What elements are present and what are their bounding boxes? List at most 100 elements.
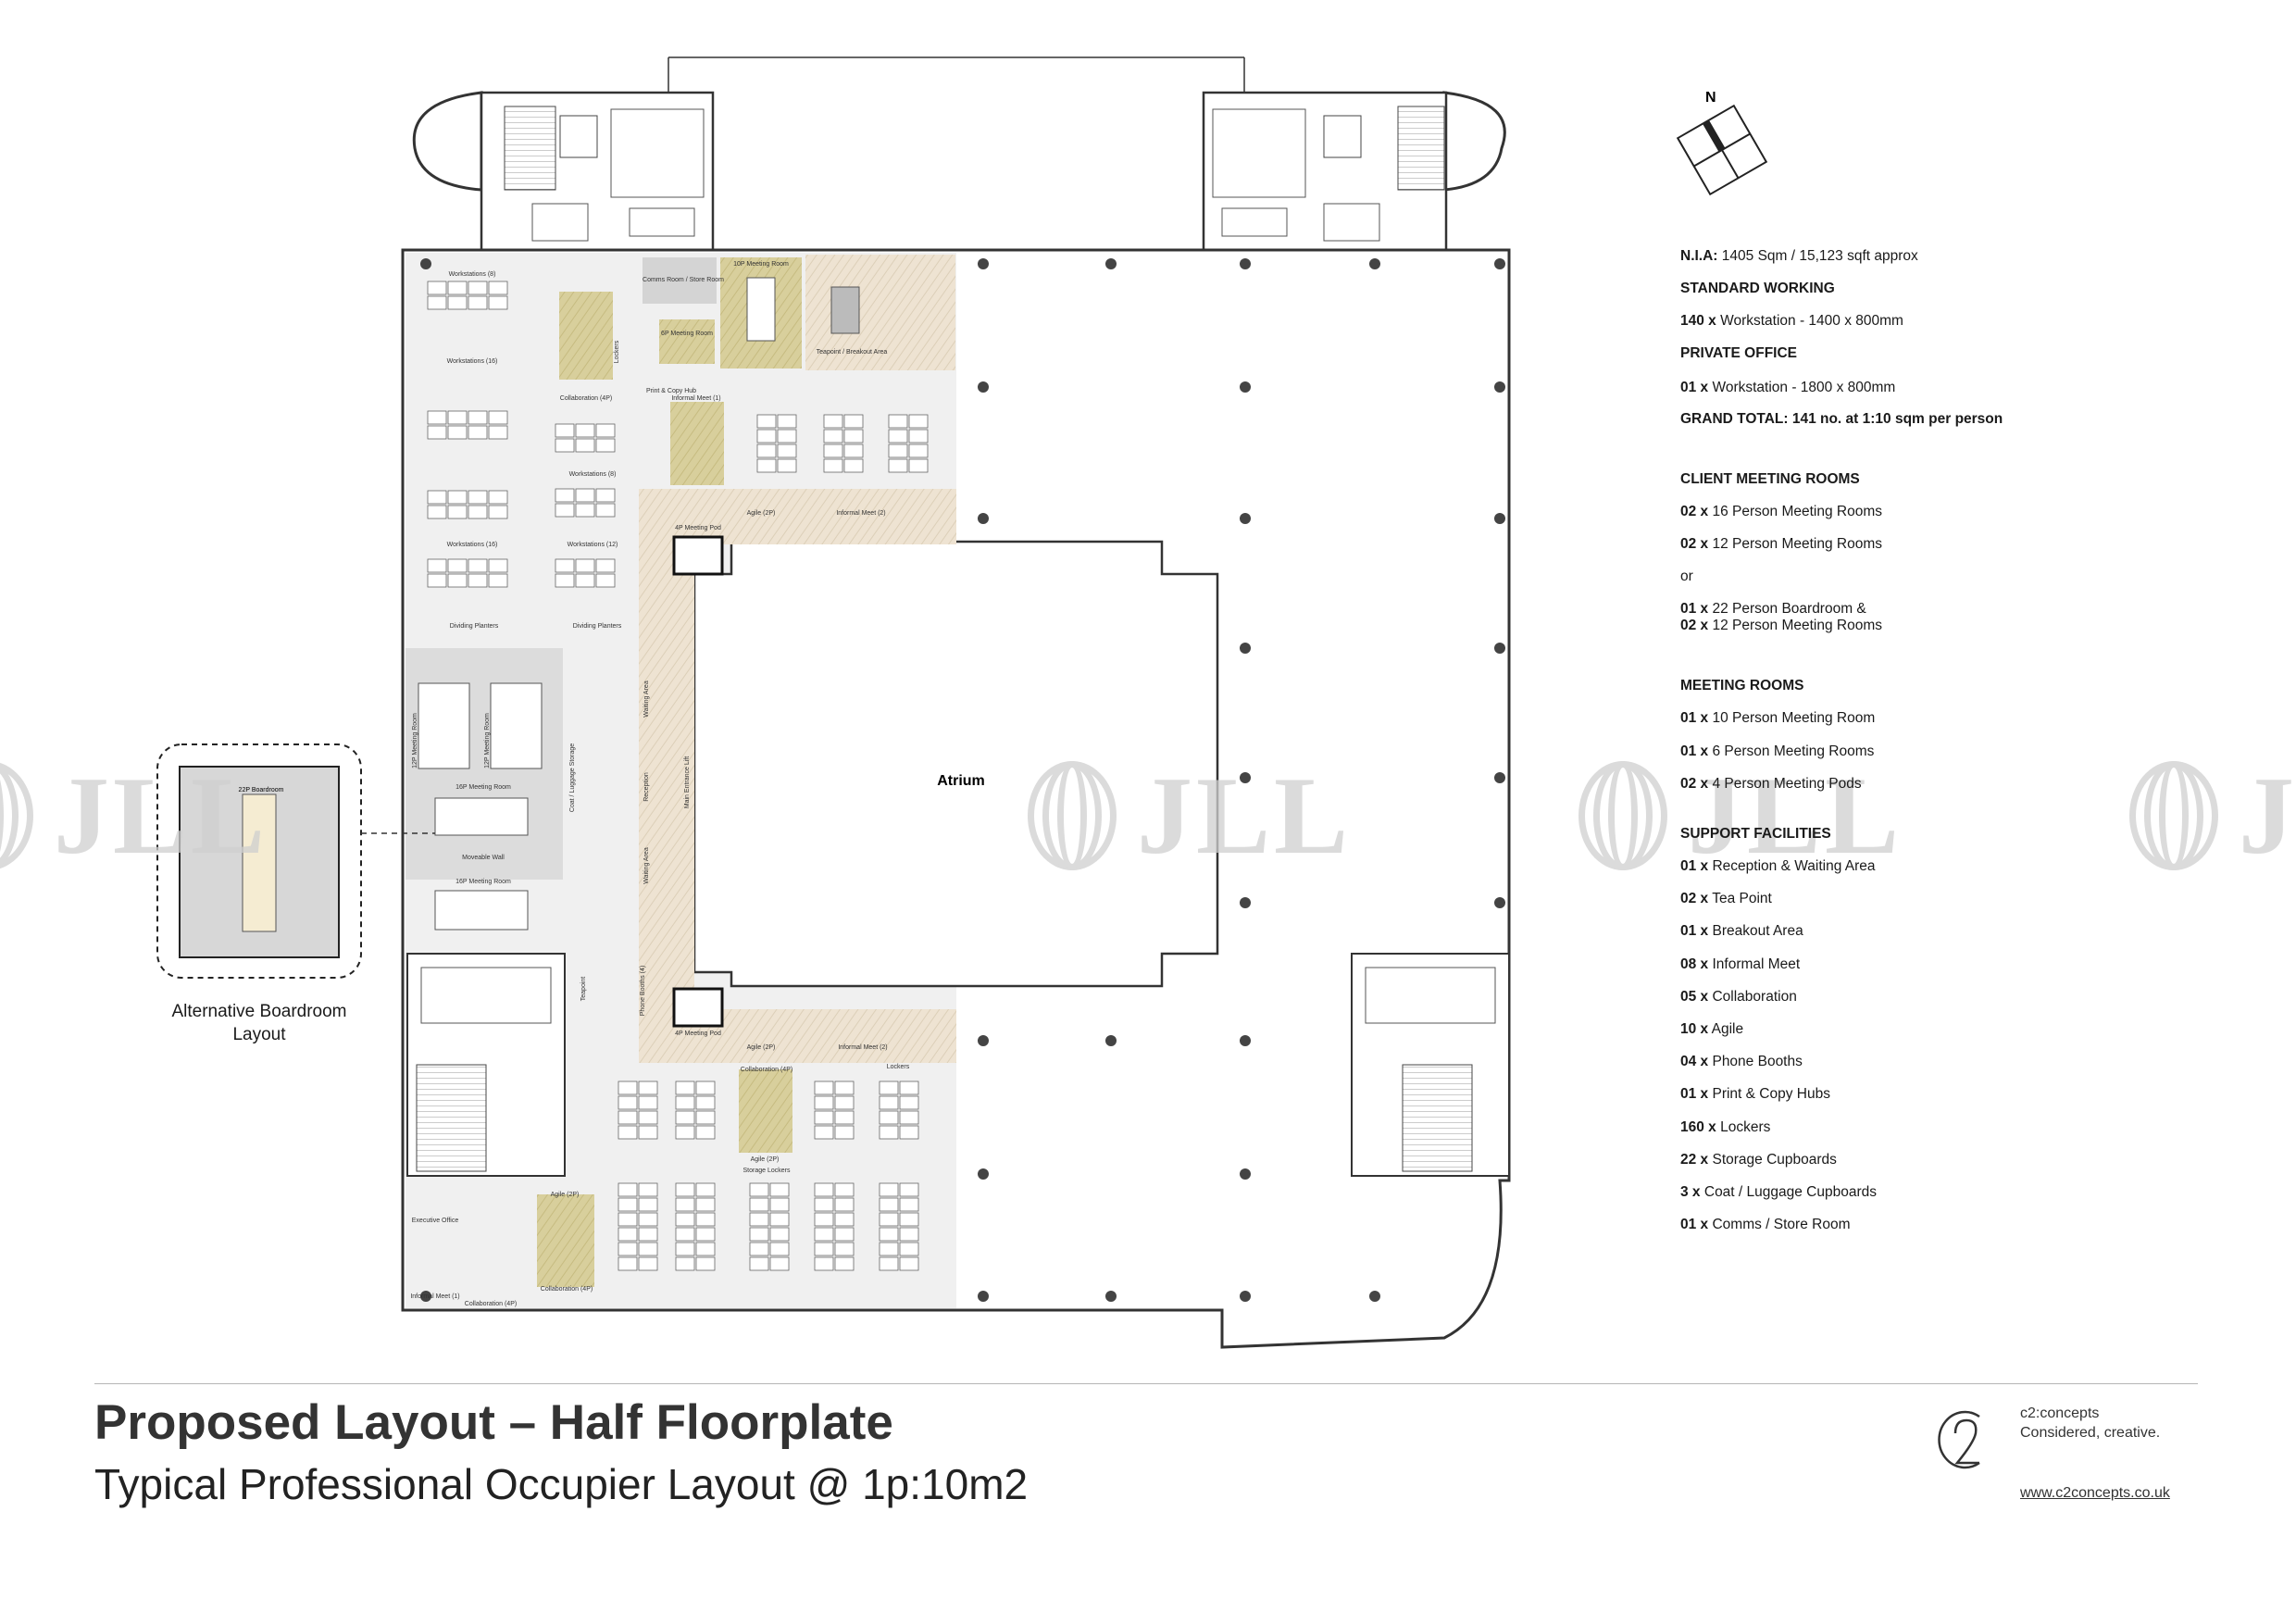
desk bbox=[427, 505, 447, 519]
circulation-band bbox=[639, 489, 956, 544]
legend-support-row: 01 x Print & Copy Hubs bbox=[1680, 1086, 1830, 1103]
desk bbox=[468, 573, 488, 588]
desk bbox=[638, 1212, 658, 1227]
desk bbox=[555, 503, 575, 518]
core-top-left bbox=[412, 56, 1245, 252]
desk bbox=[899, 1081, 919, 1095]
desk bbox=[879, 1110, 899, 1125]
desk bbox=[814, 1256, 834, 1271]
desk bbox=[638, 1095, 658, 1110]
desk bbox=[899, 1227, 919, 1242]
column bbox=[1494, 897, 1505, 908]
desk bbox=[575, 488, 595, 503]
core-bottom-left bbox=[406, 953, 566, 1177]
core-top-right bbox=[1202, 91, 1506, 252]
circulation-band-left bbox=[639, 544, 694, 1063]
desk bbox=[777, 458, 797, 473]
desk bbox=[488, 490, 508, 505]
meeting-tables bbox=[418, 277, 860, 931]
desk bbox=[695, 1256, 716, 1271]
legend-support-row: 22 x Storage Cupboards bbox=[1680, 1151, 1837, 1168]
desk bbox=[899, 1110, 919, 1125]
legend-client-row: 02 x 16 Person Meeting Rooms bbox=[1680, 504, 1882, 519]
desk bbox=[447, 425, 468, 440]
desk bbox=[695, 1242, 716, 1256]
desk bbox=[638, 1110, 658, 1125]
desk bbox=[555, 423, 575, 438]
column bbox=[978, 1168, 989, 1180]
desk bbox=[834, 1095, 855, 1110]
desk bbox=[908, 443, 929, 458]
label-lockers-top: Lockers bbox=[614, 340, 620, 363]
desk bbox=[888, 414, 908, 429]
collab-mid-floor bbox=[739, 1069, 792, 1153]
label-informal-meet-1-top: Informal Meet (1) bbox=[671, 395, 720, 402]
label-workstations-16-a: Workstations (16) bbox=[447, 358, 498, 365]
c2-logo-icon bbox=[1938, 1410, 1980, 1469]
desk bbox=[814, 1182, 834, 1197]
desk bbox=[447, 295, 468, 310]
brand-url-link[interactable]: www.c2concepts.co.uk bbox=[2020, 1485, 2170, 1501]
desk bbox=[468, 505, 488, 519]
desk bbox=[447, 505, 468, 519]
desk bbox=[468, 425, 488, 440]
column bbox=[1105, 1291, 1117, 1302]
desk bbox=[427, 573, 447, 588]
label-workstations-16-b: Workstations (16) bbox=[447, 542, 498, 548]
desk bbox=[695, 1081, 716, 1095]
legend-private-heading: PRIVATE OFFICE bbox=[1680, 345, 1798, 361]
desk bbox=[638, 1182, 658, 1197]
desk bbox=[695, 1212, 716, 1227]
desk bbox=[823, 429, 843, 443]
column bbox=[1494, 258, 1505, 269]
label-workstations-8-top: Workstations (8) bbox=[449, 271, 496, 278]
desk bbox=[575, 558, 595, 573]
legend-support-row: 01 x Comms / Store Room bbox=[1680, 1217, 1851, 1233]
desk bbox=[908, 429, 929, 443]
column bbox=[1240, 772, 1251, 783]
legend-support-row: 3 x Coat / Luggage Cupboards bbox=[1680, 1184, 1878, 1200]
legend-support-heading: SUPPORT FACILITIES bbox=[1680, 826, 1831, 842]
column bbox=[1240, 643, 1251, 654]
desk bbox=[618, 1212, 638, 1227]
desk bbox=[618, 1095, 638, 1110]
legend-client-row: 02 x 12 Person Meeting Rooms bbox=[1680, 536, 1882, 552]
desk bbox=[749, 1227, 769, 1242]
legend-grand-total: GRAND TOTAL: 141 no. at 1:10 sqm per per… bbox=[1680, 411, 2003, 427]
column bbox=[1494, 643, 1505, 654]
desk bbox=[777, 443, 797, 458]
column bbox=[1240, 1168, 1251, 1180]
label-reception: Reception bbox=[643, 772, 650, 802]
desk bbox=[695, 1197, 716, 1212]
desk bbox=[675, 1256, 695, 1271]
label-phone-booths: Phone Booths (4) bbox=[640, 966, 646, 1016]
label-collaboration-4p-mid: Collaboration (4P) bbox=[741, 1067, 792, 1073]
desk bbox=[427, 490, 447, 505]
desk bbox=[675, 1125, 695, 1140]
desk bbox=[695, 1182, 716, 1197]
desk bbox=[427, 558, 447, 573]
label-collaboration-4p-bottom-a: Collaboration (4P) bbox=[465, 1301, 517, 1307]
legend-nia: N.I.A: 1405 Sqm / 15,123 sqft approx bbox=[1680, 248, 1918, 264]
label-print-copy-hub: Print & Copy Hub bbox=[646, 388, 696, 394]
desk bbox=[638, 1256, 658, 1271]
column bbox=[1105, 1035, 1117, 1046]
desk bbox=[888, 458, 908, 473]
desk bbox=[899, 1197, 919, 1212]
desk bbox=[675, 1110, 695, 1125]
meeting-pod-top bbox=[672, 535, 724, 576]
label-dividing-planters-b: Dividing Planters bbox=[573, 623, 622, 630]
desk bbox=[814, 1227, 834, 1242]
desk bbox=[814, 1081, 834, 1095]
brand-name: c2:concepts Considered, creative. bbox=[2020, 1405, 2161, 1441]
desk bbox=[814, 1125, 834, 1140]
label-agile-2p-bottom: Agile (2P) bbox=[747, 1044, 776, 1051]
desk bbox=[695, 1110, 716, 1125]
desk bbox=[814, 1242, 834, 1256]
desk bbox=[618, 1182, 638, 1197]
label-meeting-16p-b: 16P Meeting Room bbox=[455, 879, 511, 885]
column bbox=[1240, 1291, 1251, 1302]
comms-room-floor bbox=[643, 257, 717, 304]
desk bbox=[427, 281, 447, 295]
label-coat-luggage-storage: Coat / Luggage Storage bbox=[569, 743, 576, 812]
